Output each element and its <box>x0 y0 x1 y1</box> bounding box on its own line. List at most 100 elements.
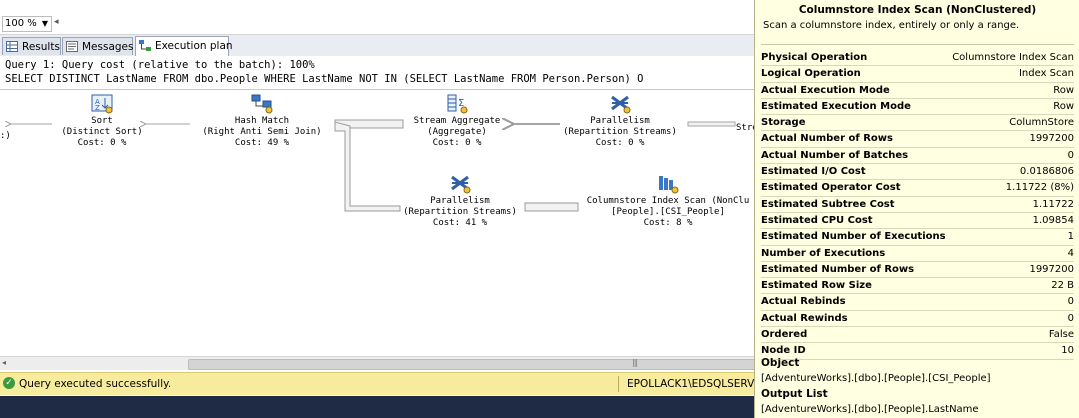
property-name: Storage <box>761 117 806 129</box>
stream-aggregate-icon: Σ <box>447 94 468 114</box>
property-value: 0 <box>1067 296 1074 308</box>
parallelism-bottom-name: Parallelism <box>430 196 490 206</box>
property-name: Estimated Execution Mode <box>761 100 911 112</box>
property-name: Estimated Row Size <box>761 280 872 292</box>
sort-icon: A Z <box>91 94 113 114</box>
property-value: 1.09854 <box>1032 214 1074 226</box>
plan-connectors <box>0 56 736 212</box>
scroll-left-arrow-icon[interactable]: ◂ <box>2 358 7 367</box>
property-name: Estimated Number of Rows <box>761 263 915 275</box>
hash-match-icon <box>251 94 273 114</box>
property-value: 1997200 <box>1029 133 1074 145</box>
plan-node-columnstore-scan[interactable]: Columnstore Index Scan (NonClu [People].… <box>576 174 760 229</box>
property-value: 1.11722 <box>1032 198 1074 210</box>
query-sql-text: SELECT DISTINCT LastName FROM dbo.People… <box>5 73 644 85</box>
property-row: Ordered False <box>761 327 1074 344</box>
grip-icon: ||| <box>632 358 638 367</box>
property-name: Estimated CPU Cost <box>761 214 873 226</box>
plan-node-sort[interactable]: A Z Sort (Distinct Sort) Cost: 0 % <box>52 94 152 149</box>
property-name: Actual Execution Mode <box>761 84 890 96</box>
columnstore-scan-cost: Cost: 8 % <box>643 218 693 228</box>
columnstore-scan-name: Columnstore Index Scan (NonClu <box>586 196 750 206</box>
property-row: Estimated Subtree Cost 1.11722 <box>761 197 1074 213</box>
operator-tooltip: Columnstore Index Scan (NonClustered) Sc… <box>754 0 1079 418</box>
arrow-bottom-to-hash <box>334 121 401 212</box>
property-row: Logical Operation Index Scan <box>761 66 1074 83</box>
grid-icon <box>6 41 18 52</box>
tab-execution-plan[interactable]: Execution plan <box>135 36 233 56</box>
property-name: Actual Number of Batches <box>761 149 909 161</box>
zoom-bar: 100 % ▼ ◂ <box>0 14 760 35</box>
plan-node-left-edge-label: :) <box>0 131 11 141</box>
scroll-left-icon[interactable]: ◂ <box>54 17 59 27</box>
tooltip-object-label: Object <box>761 357 800 369</box>
execution-plan-icon <box>139 40 151 51</box>
status-separator <box>618 376 619 392</box>
horizontal-scrollbar[interactable]: ◂ ||| <box>0 356 1079 370</box>
property-row: Storage ColumnStore <box>761 115 1074 132</box>
status-message: Query executed successfully. <box>19 378 172 390</box>
parallelism-bottom-cost: Cost: 41 % <box>432 218 488 228</box>
property-value: 0.0186806 <box>1019 166 1074 178</box>
property-value: Columnstore Index Scan <box>952 52 1074 63</box>
success-check-icon: ✓ <box>3 377 15 389</box>
tab-results[interactable]: Results <box>2 37 61 55</box>
parallelism-top-detail: (Repartition Streams) <box>563 127 677 137</box>
plan-node-parallelism-bottom[interactable]: Parallelism (Repartition Streams) Cost: … <box>392 174 528 229</box>
parallelism-top-cost: Cost: 0 % <box>595 138 645 148</box>
property-value: 10 <box>1061 345 1074 357</box>
parallelism-icon <box>451 175 471 194</box>
property-name: Estimated Subtree Cost <box>761 198 895 210</box>
plan-node-hash-match[interactable]: Hash Match (Right Anti Semi Join) Cost: … <box>188 94 336 149</box>
property-value: ColumnStore <box>1009 117 1074 129</box>
zoom-dropdown[interactable]: 100 % ▼ <box>2 16 52 32</box>
property-name: Physical Operation <box>761 52 868 63</box>
svg-text:Σ: Σ <box>458 98 464 109</box>
tab-messages[interactable]: Messages <box>62 37 134 55</box>
tooltip-title: Columnstore Index Scan (NonClustered) <box>798 4 1037 16</box>
property-name: Logical Operation <box>761 68 861 80</box>
hash-match-cost: Cost: 49 % <box>234 138 290 148</box>
divider <box>761 44 1074 45</box>
chevron-down-icon: ▼ <box>41 19 48 28</box>
tab-results-label: Results <box>22 41 60 53</box>
property-value: Index Scan <box>1018 68 1074 80</box>
sort-name: Sort <box>91 116 113 126</box>
zoom-value: 100 % <box>5 18 37 29</box>
property-name: Actual Number of Rows <box>761 133 893 145</box>
parallelism-top-name: Parallelism <box>590 116 650 126</box>
scrollbar-thumb[interactable] <box>188 359 1079 370</box>
plan-node-partial-right[interactable]: Stre <box>736 123 758 134</box>
property-row: Actual Number of Rows 1997200 <box>761 131 1074 148</box>
stream-aggregate-cost: Cost: 0 % <box>432 138 482 148</box>
parallelism-bottom-detail: (Repartition Streams) <box>403 207 517 217</box>
sort-cost: Cost: 0 % <box>77 138 127 148</box>
property-name: Actual Rewinds <box>761 312 848 324</box>
plan-node-left-edge[interactable]: :) <box>0 131 11 142</box>
svg-text:A: A <box>95 98 100 106</box>
stream-aggregate-name: Stream Aggregate <box>413 116 501 126</box>
parallelism-icon <box>611 95 631 114</box>
property-value: 1.11722 (8%) <box>1005 182 1074 194</box>
results-tab-strip: Results Messages Execution plan <box>0 35 760 57</box>
property-value: False <box>1048 329 1074 341</box>
property-value: 4 <box>1067 247 1074 259</box>
property-row: Node ID 10 <box>761 343 1074 360</box>
tab-messages-label: Messages <box>82 41 134 53</box>
plan-node-parallelism-top[interactable]: Parallelism (Repartition Streams) Cost: … <box>552 94 688 149</box>
execution-plan-pane: Query 1: Query cost (relative to the bat… <box>0 56 760 356</box>
messages-icon <box>66 41 78 52</box>
partial-right-name: Stre <box>736 123 758 133</box>
property-name: Node ID <box>761 345 806 357</box>
arrow-scan-to-parallel <box>524 202 579 212</box>
plan-node-stream-aggregate[interactable]: Σ Stream Aggregate (Aggregate) Cost: 0 % <box>402 94 512 149</box>
property-name: Estimated I/O Cost <box>761 166 866 178</box>
property-name: Ordered <box>761 329 808 341</box>
